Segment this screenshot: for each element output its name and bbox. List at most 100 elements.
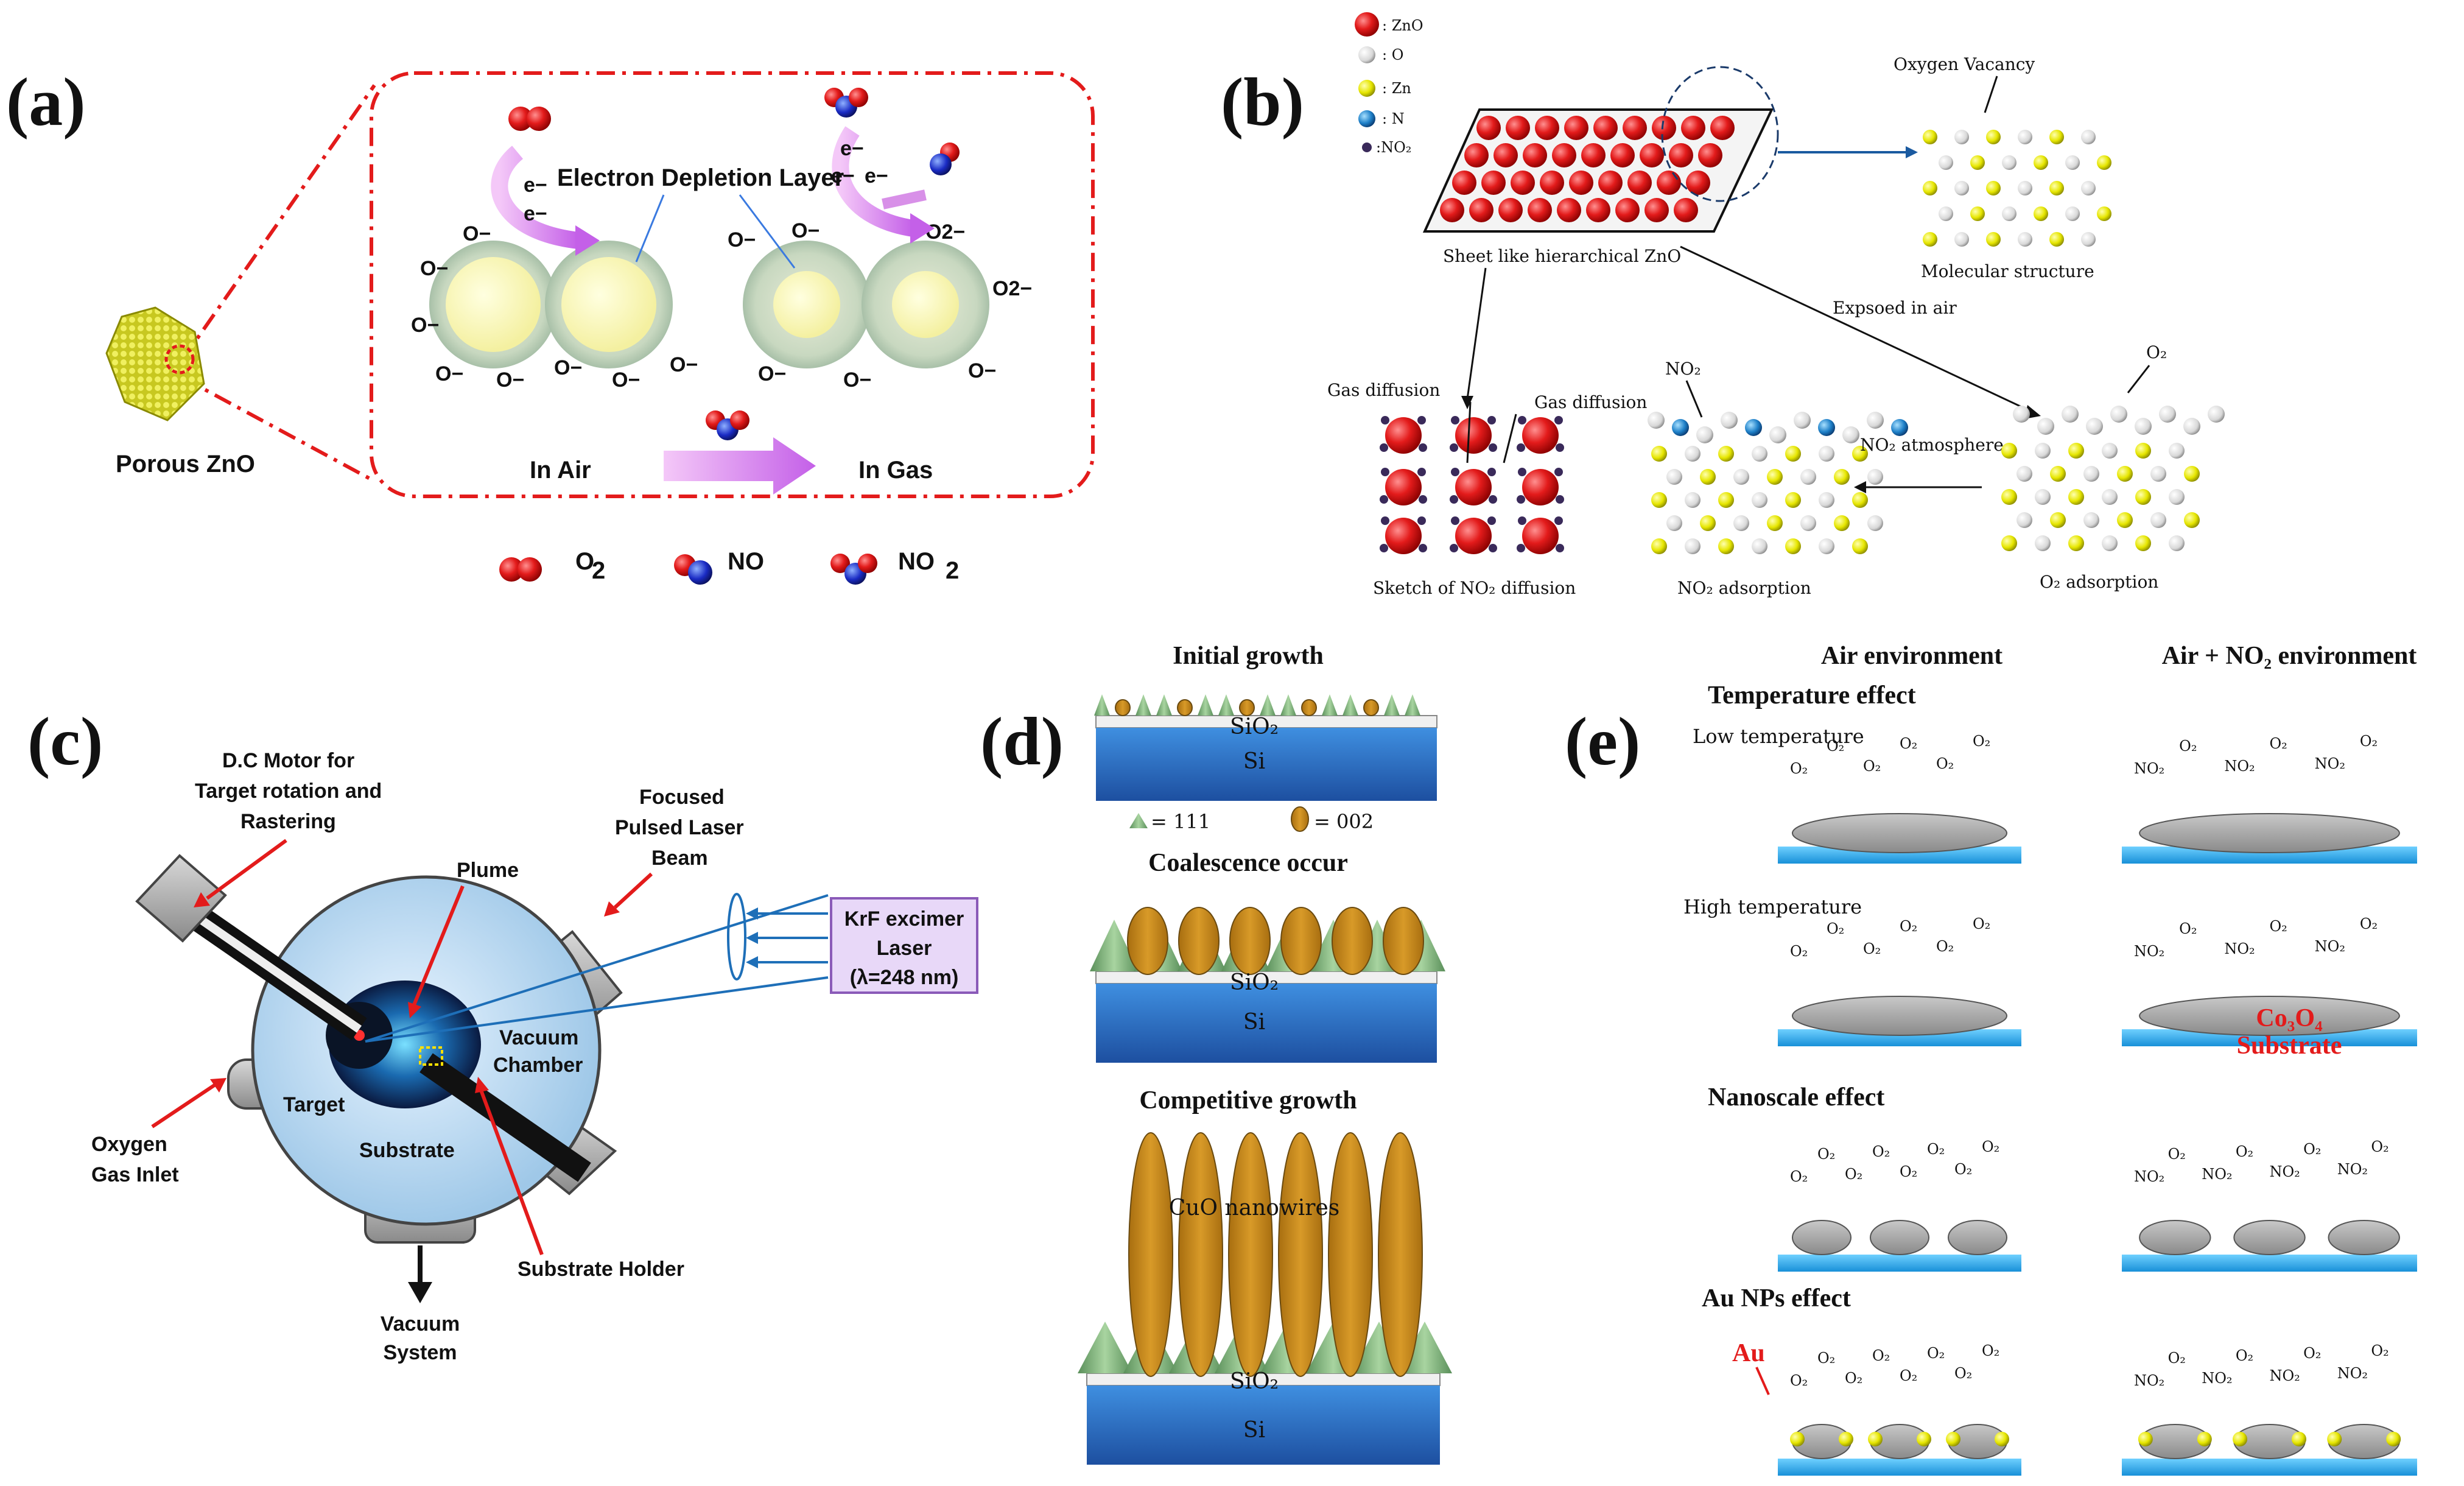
gas-label: O₂ <box>1973 915 1990 932</box>
lattice-atom <box>2002 206 2016 221</box>
zno-sphere <box>1385 417 1422 454</box>
nucleus-111 <box>1156 694 1172 716</box>
zno-sphere <box>1455 518 1492 554</box>
no2-dot <box>1451 516 1459 525</box>
lattice-atom <box>2135 535 2151 551</box>
lattice-atom <box>2068 489 2084 505</box>
adsorbed-atom <box>1696 426 1713 443</box>
lattice-atom <box>2150 512 2166 528</box>
svg-text:2: 2 <box>946 557 959 584</box>
gas-label: O₂ <box>1927 1345 1945 1362</box>
o2-atom <box>2062 406 2079 423</box>
no2-diffusion-sketch <box>1380 401 1564 554</box>
crystal-002 <box>1178 907 1220 975</box>
gas-label: O₂ <box>2168 1350 2186 1367</box>
gas-label: NO₂ <box>2134 943 2164 960</box>
laser-line-2: Laser <box>877 937 932 960</box>
lattice-atom <box>1733 469 1749 485</box>
lattice-atom <box>1923 181 1937 195</box>
nucleus-111 <box>1094 694 1110 716</box>
no2-dot <box>1518 416 1526 424</box>
gas-label: NO₂ <box>2134 760 2164 777</box>
lattice-atom <box>2081 181 2096 195</box>
si-label-1: Si <box>1243 749 1265 774</box>
motor-line-2: Target rotation and <box>195 780 382 803</box>
lattice-atom <box>1666 515 1682 531</box>
panel-b-label: (b) <box>1221 65 1304 140</box>
adsorbed-atom <box>1891 419 1908 436</box>
gas-label: O₂ <box>1817 1146 1835 1163</box>
zno-ball <box>1528 198 1552 222</box>
exposed-label: Expsoed in air <box>1833 298 1957 318</box>
arrow-right-upper <box>882 189 927 210</box>
lattice-atom <box>2049 181 2064 195</box>
plume-arrowhead <box>408 1002 421 1018</box>
holder-pointer <box>479 1089 544 1256</box>
lattice-atom <box>2018 130 2032 144</box>
arrowhead-right <box>910 213 935 244</box>
no2-adsorption-label: NO₂ adsorption <box>1677 578 1811 598</box>
o2-atom <box>2086 418 2103 435</box>
motor-line-1: D.C Motor for <box>222 749 354 772</box>
no2-dot <box>1487 468 1496 476</box>
au-nanoparticle <box>2327 1432 2342 1446</box>
zno-ball <box>1440 198 1464 222</box>
competitive-nanowires <box>1078 1132 1452 1377</box>
lattice-atom <box>1785 492 1801 508</box>
zno-ball <box>1652 116 1676 140</box>
zno-ball <box>1523 143 1547 167</box>
laser-beam-top <box>365 894 829 1043</box>
crystal-002 <box>1229 907 1271 975</box>
sio2-label-1: SiO₂ <box>1230 714 1279 739</box>
lattice-atom <box>1800 469 1816 485</box>
cuo-label: CuO nanowires <box>1169 1195 1340 1220</box>
panel-c: (c) KrF excimer Laser (λ=248 nm) D.C Mot… <box>27 704 978 1364</box>
lattice-atom <box>1800 515 1816 531</box>
sio2-label-3: SiO₂ <box>1230 1369 1279 1394</box>
gas-label: O₂ <box>2168 1146 2186 1163</box>
arrow-to-sketch <box>1466 267 1487 400</box>
svg-text:O−: O− <box>758 362 786 386</box>
legend-b: : ZnO : O : Zn : N :NO₂ <box>1355 12 1423 156</box>
lattice-atom <box>1685 492 1701 508</box>
lattice-atom <box>1939 155 1953 170</box>
lattice-atom <box>2135 443 2151 459</box>
gas-label: O₂ <box>2270 918 2287 935</box>
gas-label: O₂ <box>1936 938 1954 955</box>
dc-motor <box>135 854 367 1041</box>
gas-diffusion-label-1: Gas diffusion <box>1327 380 1440 400</box>
lattice-atom <box>2150 466 2166 482</box>
vacuum-arrowhead <box>408 1282 432 1303</box>
gas-label: O₂ <box>1900 1163 1917 1180</box>
svg-text:O2−: O2− <box>925 220 965 244</box>
o2-atom <box>2110 406 2127 423</box>
zno-ball <box>1506 116 1530 140</box>
adsorbed-atom <box>1672 419 1689 436</box>
lattice-atom <box>2102 535 2118 551</box>
gas-label: O₂ <box>2179 920 2197 937</box>
gas-label: NO₂ <box>2315 938 2345 955</box>
no2-dot <box>1518 516 1526 525</box>
nucleus-111 <box>1384 694 1400 716</box>
lattice-atom <box>2035 443 2051 459</box>
nucleus-002 <box>1363 699 1379 716</box>
particle-core-1 <box>446 257 541 352</box>
lattice-atom <box>1718 446 1734 462</box>
cuo-nanowire <box>1228 1132 1273 1377</box>
lattice-atom <box>1767 469 1783 485</box>
gas-label: NO₂ <box>2337 1365 2368 1382</box>
gas-label: O₂ <box>1954 1365 1972 1382</box>
o2-adsorption-lattice <box>2001 406 2225 551</box>
arrowhead-left <box>575 225 600 256</box>
sheet-balls <box>1440 116 1735 222</box>
no2-dot <box>1380 443 1388 452</box>
in-gas-label: In Gas <box>858 457 933 484</box>
adsorbed-atom <box>1794 412 1811 429</box>
lattice-atom <box>1923 130 1937 144</box>
lattice-atom <box>1867 469 1883 485</box>
au-nanoparticle <box>2386 1432 2401 1446</box>
svg-text:O−: O− <box>843 368 871 392</box>
substrate-label: Substrate <box>359 1139 455 1162</box>
